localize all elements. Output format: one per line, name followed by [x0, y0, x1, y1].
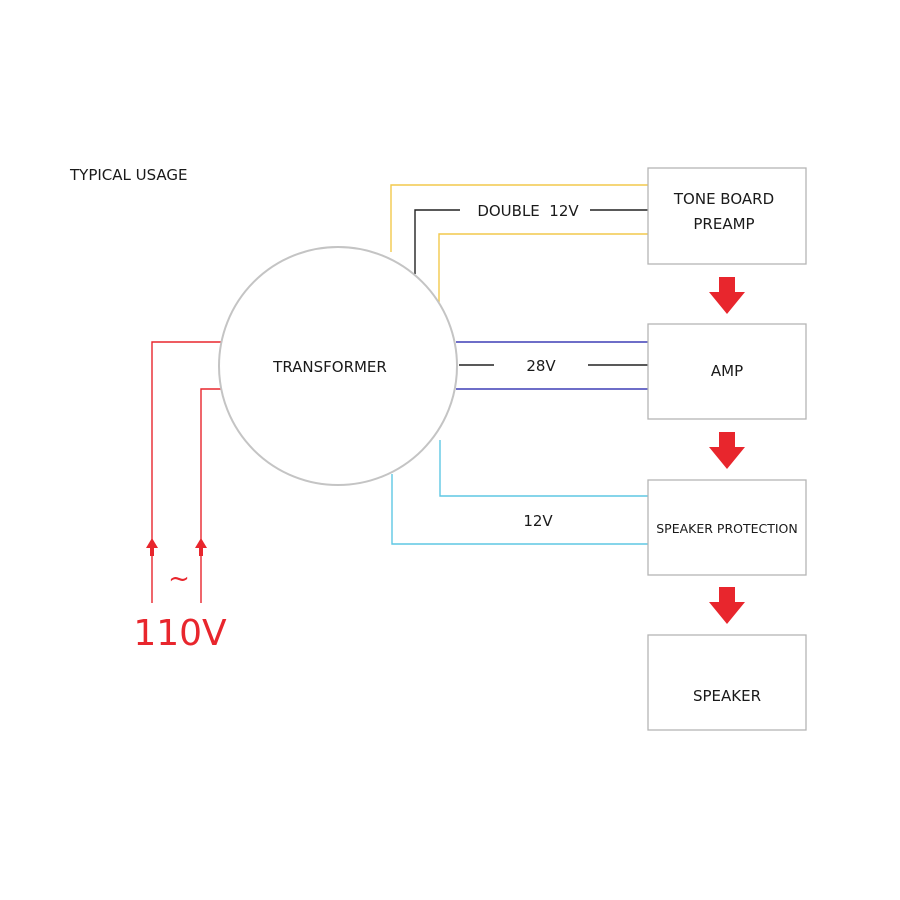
cyan-wire-outer [391, 474, 648, 545]
amp-label: AMP [711, 362, 743, 380]
input-voltage-label: 110V [133, 613, 227, 654]
28v-label: 28V [526, 357, 556, 375]
yellow-wire-outer [390, 184, 648, 252]
tone-board-preamp-box [647, 167, 807, 265]
input-arrow-up-right-icon [195, 538, 207, 556]
speaker-box [647, 634, 807, 731]
speaker-protection-label: SPEAKER PROTECTION [656, 521, 798, 536]
transformer-label: TRANSFORMER [272, 358, 387, 376]
diagram-title: TYPICAL USAGE [69, 166, 188, 184]
red-input-wire-left [151, 341, 222, 603]
yellow-wire-inner [438, 233, 648, 302]
tone-board-label: TONE BOARD [673, 190, 774, 208]
cyan-wire-inner [439, 440, 648, 497]
speaker-label: SPEAKER [693, 687, 761, 705]
black-wire-tone-board [414, 209, 460, 274]
input-arrow-up-left-icon [146, 538, 158, 556]
flow-arrow-down-icon [709, 587, 745, 624]
12v-label: 12V [523, 512, 553, 530]
amp-box [647, 323, 807, 420]
flow-arrow-down-icon [709, 277, 745, 314]
speaker-protection-box [647, 479, 807, 576]
preamp-label: PREAMP [693, 215, 754, 233]
flow-arrow-down-icon [709, 432, 745, 469]
red-input-wire-right [200, 388, 222, 603]
ac-tilde-symbol: ~ [168, 564, 190, 594]
double-12v-label: DOUBLE 12V [477, 202, 579, 220]
transformer-circle [218, 246, 458, 486]
